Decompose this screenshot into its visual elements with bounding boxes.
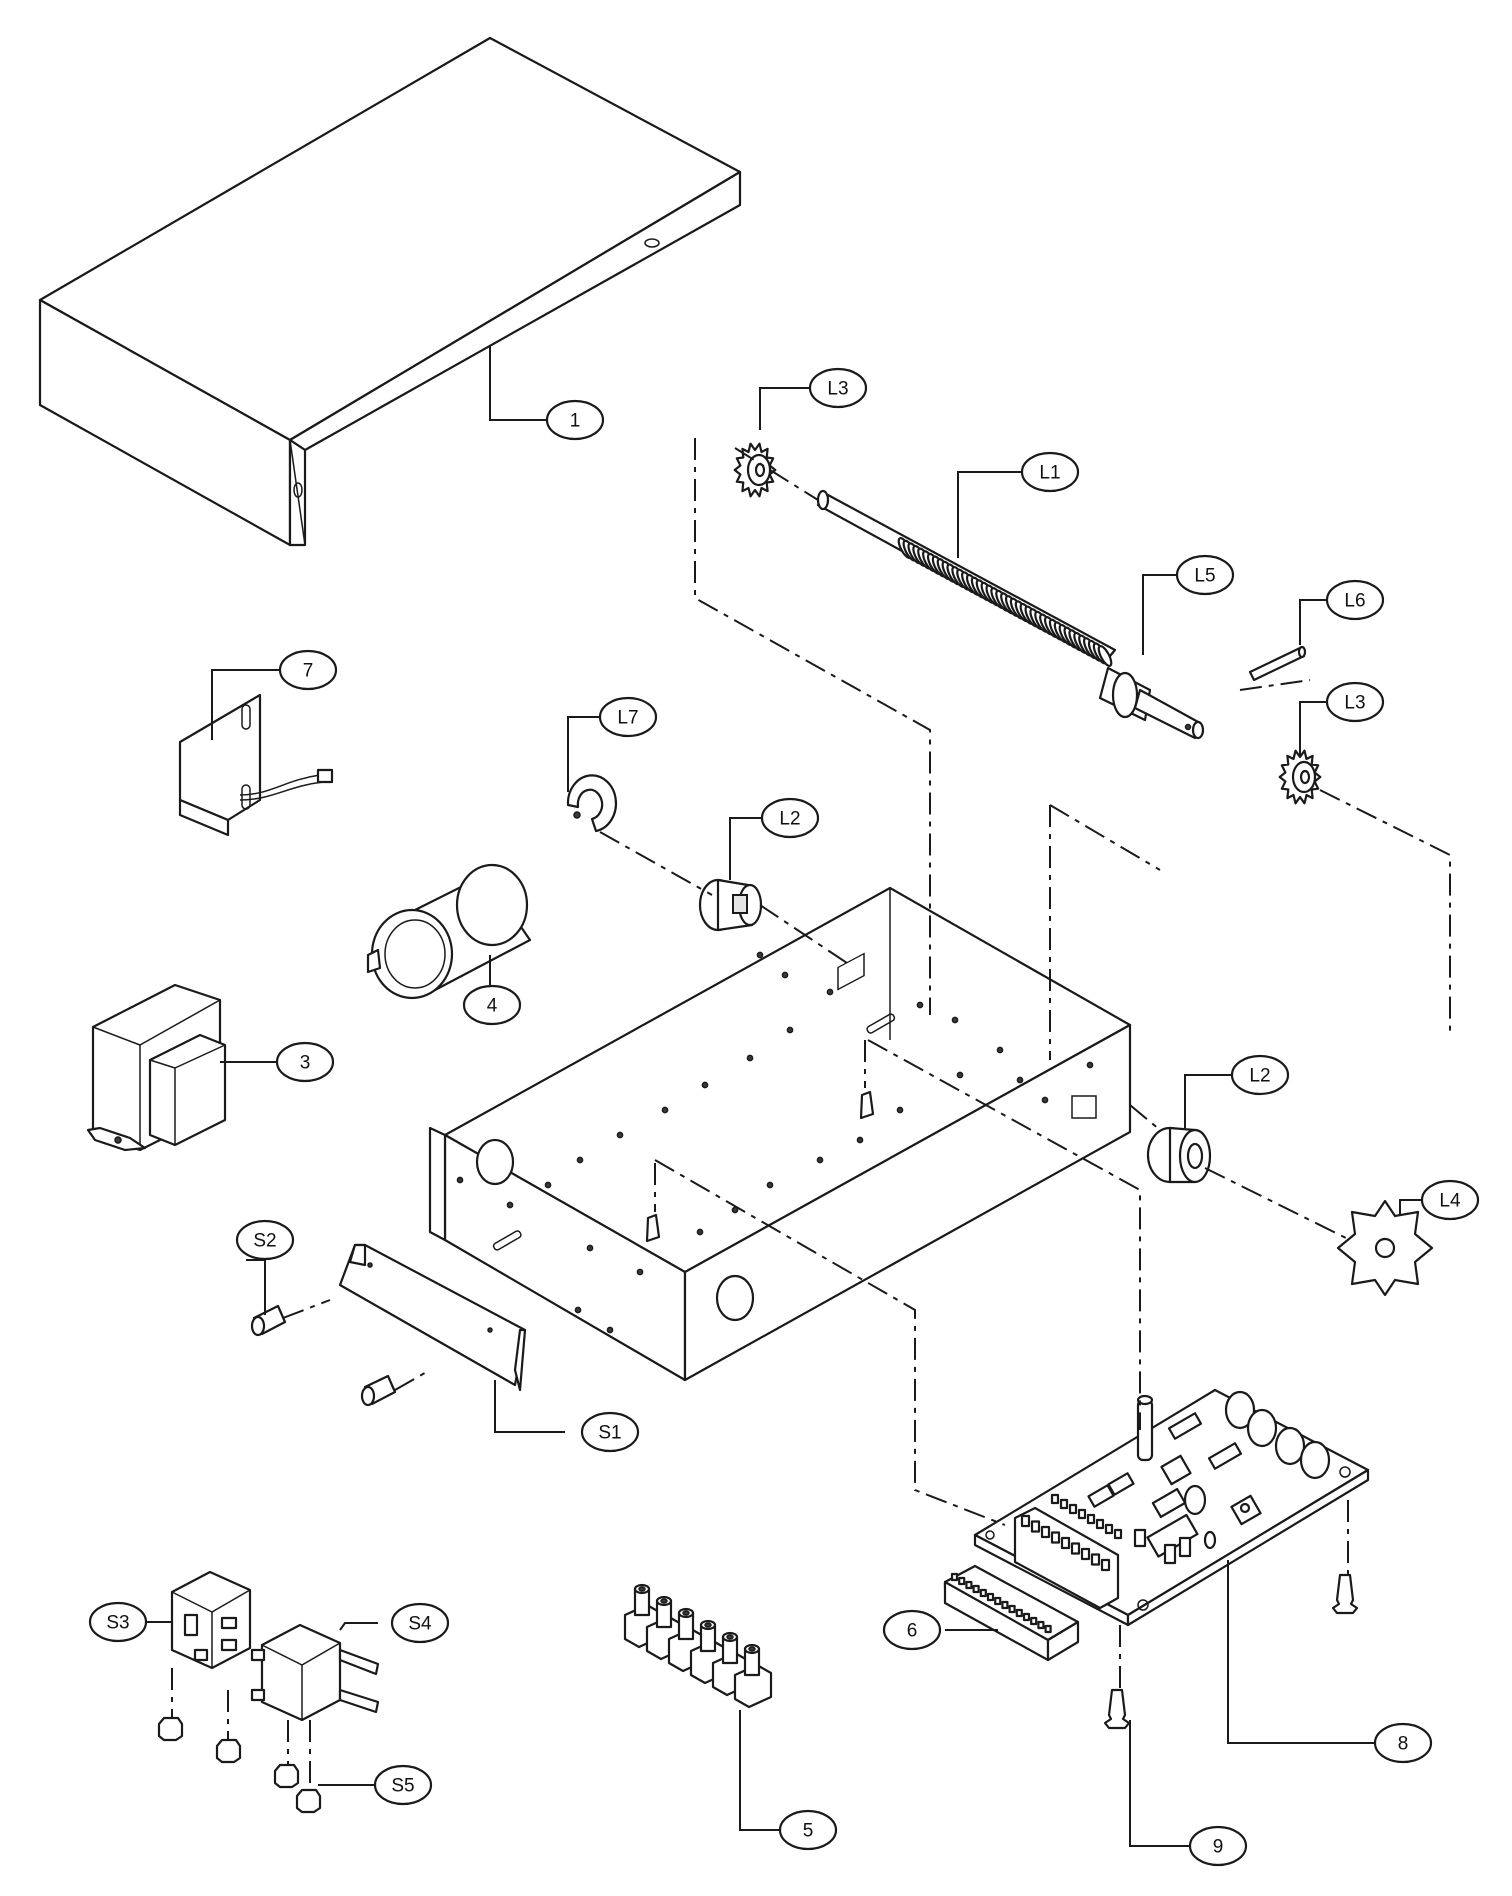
retaining-clip: [566, 774, 618, 833]
svg-text:L2: L2: [779, 809, 800, 830]
callout-S3: S3: [88, 1601, 148, 1643]
svg-text:4: 4: [487, 996, 498, 1017]
svg-text:S2: S2: [253, 1231, 276, 1252]
svg-text:7: 7: [303, 661, 314, 682]
assembly-lines: [171, 438, 1451, 1790]
screw-lower: [360, 1374, 397, 1407]
callout-9: 9: [1188, 1825, 1248, 1867]
star-wheel: [1336, 1199, 1434, 1297]
svg-text:L3: L3: [1344, 693, 1365, 714]
callout-S4: S4: [390, 1602, 450, 1644]
bushing-lower: [1146, 1126, 1212, 1184]
terminal-block: [623, 1583, 773, 1709]
callout-S1: S1: [580, 1411, 640, 1453]
callout-L2-lower: L2: [1230, 1054, 1290, 1096]
callout-L6: L6: [1325, 579, 1385, 621]
svg-text:8: 8: [1398, 1734, 1409, 1755]
callout-3: 3: [275, 1041, 335, 1083]
switch-nut-3: [273, 1763, 300, 1789]
svg-text:L1: L1: [1039, 463, 1060, 484]
circuit-board: [973, 1388, 1370, 1627]
standoff-left: [1103, 1688, 1131, 1730]
svg-text:L3: L3: [827, 379, 848, 400]
top-cover: [38, 36, 742, 547]
gear-lower: [1278, 749, 1322, 805]
svg-text:9: 9: [1213, 1837, 1224, 1858]
svg-text:L4: L4: [1439, 1191, 1461, 1212]
switch-nut-4: [295, 1788, 322, 1814]
svg-text:L2: L2: [1249, 1066, 1270, 1087]
micro-switch-left: [170, 1570, 252, 1670]
callout-1: 1: [545, 399, 605, 441]
standoff-right: [1331, 1573, 1359, 1615]
connector-pins: [950, 1572, 1052, 1634]
bushing-upper: [698, 878, 763, 932]
callout-8: 8: [1373, 1722, 1433, 1764]
callout-L4: L4: [1420, 1179, 1480, 1221]
switch-bracket: [178, 693, 334, 837]
capacitor: [366, 863, 532, 1000]
switch-nut-1: [157, 1716, 184, 1742]
svg-text:6: 6: [907, 1621, 918, 1642]
transformer: [86, 983, 227, 1152]
svg-text:S4: S4: [408, 1614, 432, 1635]
svg-text:L7: L7: [617, 708, 638, 729]
chassis-holes: [456, 951, 1094, 1334]
callout-5: 5: [778, 1809, 838, 1851]
callout-7: 7: [278, 649, 338, 691]
svg-text:L6: L6: [1344, 591, 1365, 612]
callout-L1: L1: [1020, 451, 1080, 493]
svg-text:5: 5: [803, 1821, 814, 1842]
terminal-connector: [943, 1564, 1080, 1662]
callout-leaders: [146, 345, 1423, 1847]
svg-text:L5: L5: [1194, 566, 1215, 587]
screw-upper: [250, 1304, 287, 1337]
svg-text:1: 1: [570, 411, 581, 432]
terminal-strip: [1020, 1493, 1123, 1572]
svg-text:S1: S1: [598, 1423, 621, 1444]
pin: [1248, 645, 1307, 682]
callout-L3-lower: L3: [1325, 681, 1385, 723]
mounting-bracket: [338, 1243, 527, 1392]
switch-nut-2: [215, 1738, 242, 1764]
micro-switch-right: [250, 1623, 380, 1722]
screw-thread: [897, 537, 1113, 667]
callout-4: 4: [462, 984, 522, 1026]
callout-L2-upper: L2: [760, 797, 820, 839]
lead-screw: [816, 489, 1205, 740]
svg-text:S3: S3: [106, 1613, 129, 1634]
chassis: [428, 886, 1132, 1382]
callout-L3-upper: L3: [808, 367, 868, 409]
callout-6: 6: [882, 1609, 942, 1651]
callout-L5: L5: [1175, 554, 1235, 596]
callout-S5: S5: [373, 1764, 433, 1806]
callout-S2: S2: [235, 1219, 295, 1261]
svg-text:3: 3: [300, 1053, 311, 1074]
svg-text:S5: S5: [391, 1776, 414, 1797]
callout-L7: L7: [598, 696, 658, 738]
